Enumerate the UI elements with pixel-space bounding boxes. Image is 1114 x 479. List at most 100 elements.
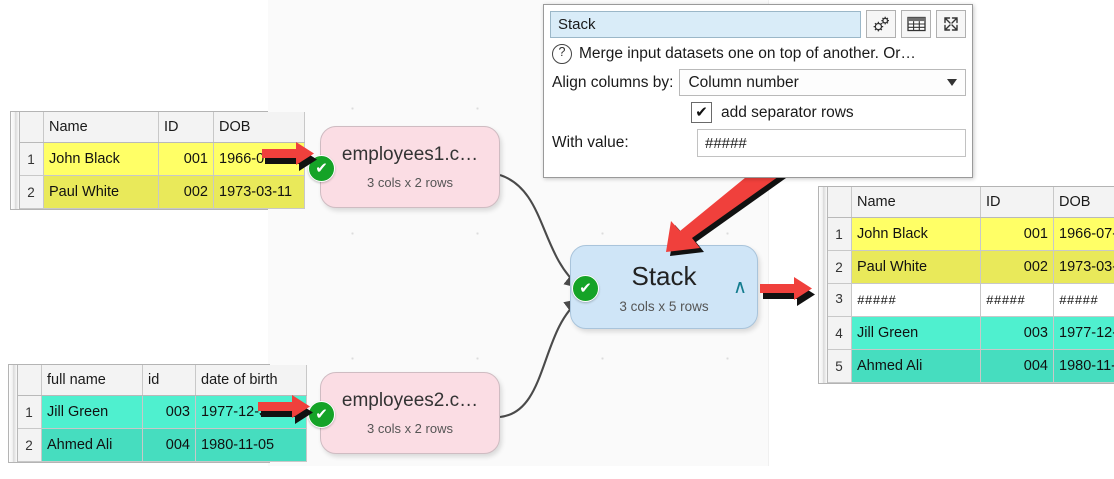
rownum-header (827, 187, 852, 218)
add-separator-rows-checkbox[interactable]: ✔ (691, 102, 712, 123)
rownum-header (17, 365, 42, 396)
expand-glyph (944, 17, 958, 31)
column-header-id[interactable]: ID (158, 112, 214, 143)
table-row[interactable]: 1 John Black 001 1966-07-01 (827, 217, 1114, 251)
cell-id[interactable]: 003 (142, 395, 196, 429)
cell-name[interactable]: ##### (851, 283, 981, 317)
align-columns-value: Column number (688, 73, 799, 91)
input-table-employees1[interactable]: Name ID DOB 1 John Black 001 1966-07-01 … (10, 111, 305, 210)
column-header-id[interactable]: id (142, 365, 196, 396)
gears-glyph (873, 16, 889, 31)
table-row-separator[interactable]: 3 ##### ##### ##### (827, 283, 1114, 317)
column-header-name[interactable]: Name (851, 187, 981, 218)
column-header-full-name[interactable]: full name (41, 365, 143, 396)
table-glyph (906, 16, 926, 32)
output-table-stack[interactable]: Name ID DOB 1 John Black 001 1966-07-01 … (818, 186, 1114, 384)
node-employees2[interactable]: ✔ employees2.c… 3 cols x 2 rows (308, 372, 500, 454)
node-title: employees2.c… (341, 390, 479, 411)
connector-layer (499, 174, 583, 419)
table-icon[interactable] (901, 10, 931, 38)
rownum-header (19, 112, 44, 143)
panel-description-row: ? Merge input datasets one on top of ano… (544, 42, 972, 67)
chevron-up-icon[interactable]: ∧ (733, 277, 747, 298)
row-number: 1 (827, 217, 852, 251)
cell-dob[interactable]: 1980-11-05 (1053, 349, 1114, 383)
column-header-date-of-birth[interactable]: date of birth (195, 365, 307, 396)
row-number: 1 (19, 142, 44, 176)
node-subtitle: 3 cols x 5 rows (619, 298, 709, 314)
table-header-row: full name id date of birth (17, 365, 307, 396)
cell-name[interactable]: Ahmed Ali (851, 349, 981, 383)
status-ok-icon: ✔ (572, 275, 599, 302)
cell-dob[interactable]: 1973-03-11 (213, 175, 305, 209)
cell-id[interactable]: 001 (980, 217, 1054, 251)
panel-description: Merge input datasets one on top of anoth… (579, 45, 916, 62)
row-number: 5 (827, 349, 852, 383)
row-number: 1 (17, 395, 42, 429)
node-employees1[interactable]: ✔ employees1.c… 3 cols x 2 rows (308, 126, 500, 208)
connector-input1-to-stack (499, 174, 583, 289)
chevron-down-icon (947, 79, 957, 86)
cell-name[interactable]: John Black (851, 217, 981, 251)
row-number: 3 (827, 283, 852, 317)
row-number: 4 (827, 316, 852, 350)
cell-name[interactable]: Paul White (43, 175, 159, 209)
node-title: employees1.c… (341, 144, 479, 165)
column-header-dob[interactable]: DOB (1053, 187, 1114, 218)
cell-name[interactable]: Ahmed Ali (41, 428, 143, 462)
table-row[interactable]: 2 Paul White 002 1973-03-11 (19, 175, 305, 209)
table-scrollbar[interactable] (819, 187, 828, 383)
annotation-arrow-panel-to-stack (666, 164, 786, 256)
cell-name[interactable]: Paul White (851, 250, 981, 284)
table-row[interactable]: 1 Jill Green 003 1977-12-30 (17, 395, 307, 429)
cell-id[interactable]: ##### (980, 283, 1054, 317)
connector-input2-to-stack (499, 298, 583, 419)
panel-align-row: Align columns by: Column number (544, 67, 972, 98)
table-row[interactable]: 5 Ahmed Ali 004 1980-11-05 (827, 349, 1114, 383)
node-subtitle: 3 cols x 2 rows (367, 175, 453, 190)
add-separator-rows-label: add separator rows (721, 103, 854, 121)
align-columns-select[interactable]: Column number (679, 69, 966, 96)
align-columns-label: Align columns by: (552, 73, 674, 91)
annotation-arrow-input2 (258, 395, 313, 424)
node-subtitle: 3 cols x 2 rows (367, 421, 453, 436)
table-scrollbar[interactable] (9, 365, 18, 462)
cell-name[interactable]: Jill Green (851, 316, 981, 350)
cell-id[interactable]: 002 (158, 175, 214, 209)
table-header-row: Name ID DOB (827, 187, 1114, 218)
cell-name[interactable]: Jill Green (41, 395, 143, 429)
table-row[interactable]: 4 Jill Green 003 1977-12-30 (827, 316, 1114, 350)
cell-dob[interactable]: 1980-11-05 (195, 428, 307, 462)
cell-dob[interactable]: 1966-07-01 (1053, 217, 1114, 251)
expand-icon[interactable] (936, 10, 966, 38)
cell-id[interactable]: 004 (980, 349, 1054, 383)
with-value-label: With value: (552, 134, 629, 151)
cell-id[interactable]: 002 (980, 250, 1054, 284)
annotation-arrow-input1 (262, 142, 317, 171)
cell-name[interactable]: John Black (43, 142, 159, 176)
cell-id[interactable]: 001 (158, 142, 214, 176)
cell-id[interactable]: 003 (980, 316, 1054, 350)
panel-separator-row: ✔ add separator rows (544, 98, 972, 126)
column-header-name[interactable]: Name (43, 112, 159, 143)
panel-name-row: Stack (544, 5, 972, 42)
gears-icon[interactable] (866, 10, 896, 38)
table-row[interactable]: 2 Paul White 002 1973-03-11 (827, 250, 1114, 284)
row-number: 2 (17, 428, 42, 462)
with-value-input[interactable]: ##### (697, 129, 966, 157)
cell-dob[interactable]: 1977-12-30 (1053, 316, 1114, 350)
properties-panel[interactable]: Stack (543, 4, 973, 178)
column-header-dob[interactable]: DOB (213, 112, 305, 143)
cell-dob[interactable]: 1973-03-11 (1053, 250, 1114, 284)
node-stack[interactable]: ✔ Stack 3 cols x 5 rows ∧ (570, 245, 758, 329)
table-scrollbar[interactable] (11, 112, 20, 209)
column-header-id[interactable]: ID (980, 187, 1054, 218)
node-name-input[interactable]: Stack (550, 10, 861, 38)
input-table-employees2[interactable]: full name id date of birth 1 Jill Green … (8, 364, 307, 463)
help-icon[interactable]: ? (552, 44, 572, 64)
status-ok-icon: ✔ (308, 401, 335, 428)
table-row[interactable]: 2 Ahmed Ali 004 1980-11-05 (17, 428, 307, 462)
cell-dob[interactable]: 1977-12-30 (195, 395, 307, 429)
cell-id[interactable]: 004 (142, 428, 196, 462)
cell-dob[interactable]: ##### (1053, 283, 1114, 317)
